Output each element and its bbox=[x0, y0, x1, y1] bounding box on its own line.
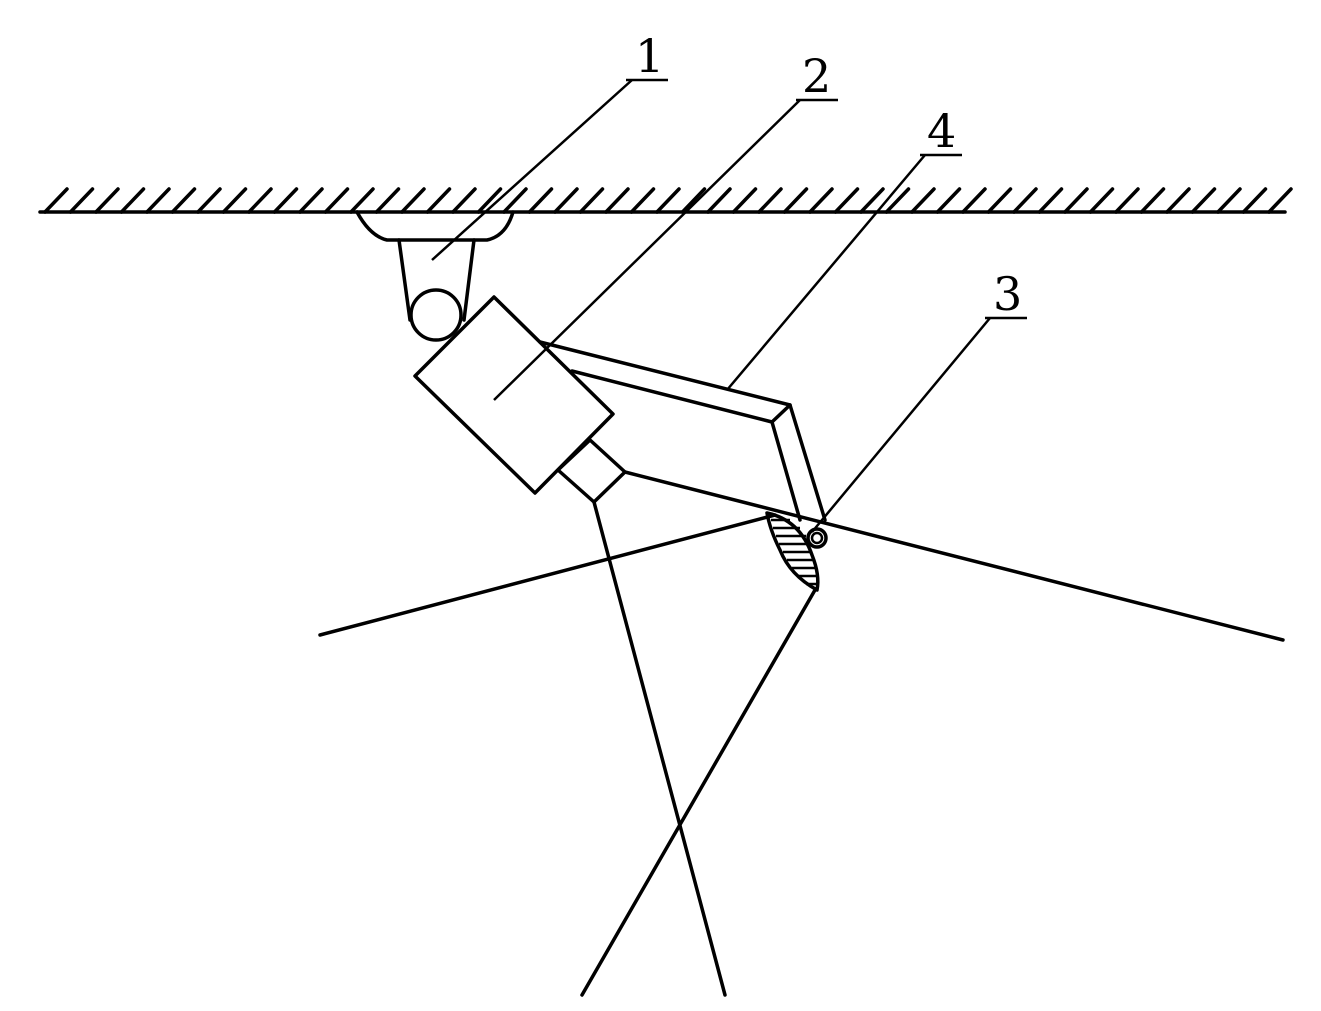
hatch-mark bbox=[145, 187, 171, 214]
hatch-mark bbox=[808, 187, 834, 214]
hatch-mark bbox=[272, 187, 299, 214]
hatch-mark bbox=[43, 187, 69, 214]
light-pin-inner bbox=[810, 531, 824, 545]
part-3-light bbox=[765, 511, 828, 592]
leader-1 bbox=[431, 79, 633, 261]
hatch-mark bbox=[196, 187, 222, 214]
blade-hatching bbox=[771, 518, 817, 586]
arm-corner bbox=[770, 403, 792, 424]
light-beam-line bbox=[580, 588, 817, 997]
hatch-mark bbox=[68, 187, 95, 214]
hatch-mark bbox=[1267, 187, 1293, 214]
hatch-mark bbox=[935, 187, 962, 214]
hatch-mark bbox=[374, 187, 401, 214]
hatch-mark bbox=[1216, 187, 1242, 214]
hatch-mark bbox=[425, 187, 452, 214]
hatch-mark bbox=[94, 187, 120, 214]
hatch-mark bbox=[884, 187, 911, 214]
hatch-mark bbox=[119, 187, 146, 214]
hatch-mark bbox=[298, 187, 324, 214]
hatch-mark bbox=[527, 187, 554, 214]
label-3: 3 bbox=[993, 267, 1022, 321]
leaders bbox=[431, 78, 1027, 533]
hatch-mark bbox=[859, 187, 885, 214]
hatch-mark bbox=[961, 187, 987, 214]
hatch-mark bbox=[578, 187, 605, 214]
hatch-mark bbox=[833, 187, 860, 214]
field-line-left bbox=[318, 513, 777, 637]
hatch-mark bbox=[910, 187, 936, 214]
hatch-mark bbox=[1012, 187, 1038, 214]
arm-inner-edge bbox=[570, 369, 802, 522]
light-pin bbox=[806, 527, 828, 549]
field-line-right bbox=[623, 470, 1285, 642]
mount-leg-right bbox=[462, 238, 476, 322]
hatch-mark bbox=[1037, 187, 1064, 214]
hatch-mark bbox=[1088, 187, 1115, 214]
hatch-mark bbox=[1241, 187, 1268, 214]
leader-2 bbox=[493, 99, 801, 401]
hatch-mark bbox=[502, 187, 528, 214]
hatch-mark bbox=[400, 187, 426, 214]
mount-leg-left bbox=[397, 238, 412, 322]
view-lines bbox=[318, 470, 1285, 997]
hatch-mark bbox=[731, 187, 758, 214]
hatch-mark bbox=[553, 187, 579, 214]
hatch-mark bbox=[247, 187, 273, 214]
mount-base bbox=[355, 210, 515, 242]
hatch-mark bbox=[680, 187, 707, 214]
hatch-mark bbox=[1190, 187, 1217, 214]
hatch-mark bbox=[629, 187, 656, 214]
hatch-mark bbox=[323, 187, 350, 214]
leader-3 bbox=[811, 317, 991, 533]
hatch-mark bbox=[451, 187, 477, 214]
part-2-camera-body bbox=[413, 295, 627, 504]
hatch-mark bbox=[757, 187, 783, 214]
hatch-mark bbox=[986, 187, 1013, 214]
label-4: 4 bbox=[927, 104, 956, 158]
hatch-mark bbox=[1165, 187, 1191, 214]
part-1-mount bbox=[355, 210, 515, 342]
label-1: 1 bbox=[635, 29, 664, 83]
hatch-mark bbox=[604, 187, 630, 214]
pivot-circle bbox=[409, 288, 463, 342]
leader-4 bbox=[726, 154, 926, 391]
camera-box bbox=[413, 295, 615, 495]
hatch-mark bbox=[655, 187, 681, 214]
ceiling-hatching bbox=[43, 187, 1293, 214]
label-2: 2 bbox=[802, 49, 831, 103]
ceiling bbox=[38, 187, 1293, 214]
hatch-mark bbox=[706, 187, 732, 214]
hatch-mark bbox=[349, 187, 375, 214]
hatch-mark bbox=[476, 187, 503, 214]
hatch-mark bbox=[1063, 187, 1089, 214]
hatched-blade bbox=[765, 511, 820, 592]
part-4-arm bbox=[538, 340, 827, 522]
hatch-mark bbox=[1114, 187, 1140, 214]
hatch-mark bbox=[782, 187, 809, 214]
hatch-mark bbox=[221, 187, 248, 214]
field-line-down bbox=[592, 500, 727, 997]
hatch-mark bbox=[170, 187, 197, 214]
camera-lens-neck bbox=[556, 438, 627, 504]
hatch-mark bbox=[1139, 187, 1166, 214]
